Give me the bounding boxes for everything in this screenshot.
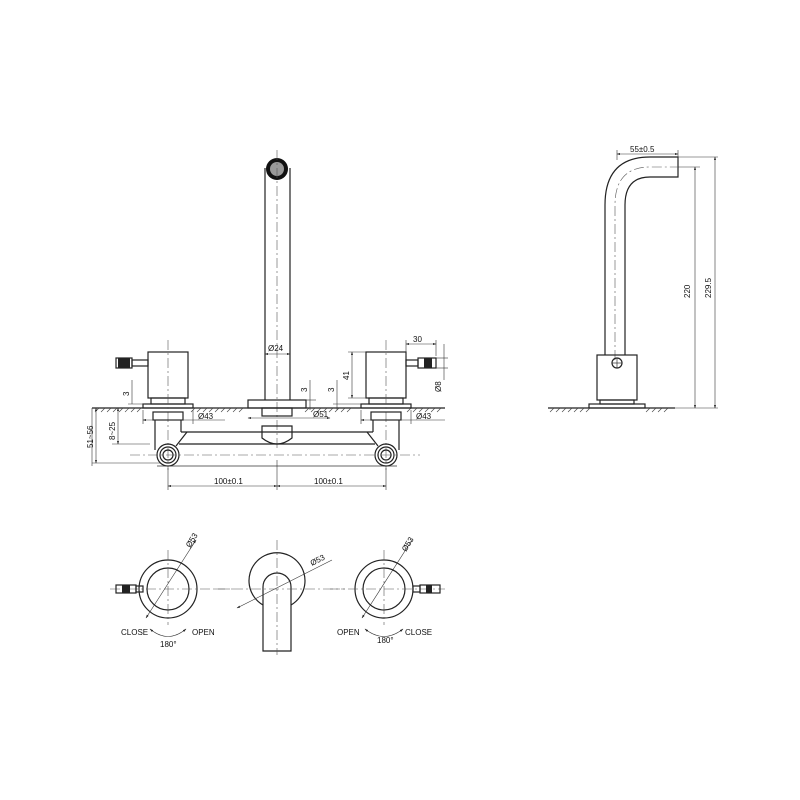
label-spout-reach: 55±0.5 xyxy=(630,145,655,154)
label-spacing-right: 100±0.1 xyxy=(314,477,343,486)
label-right-flange-height: 3 xyxy=(327,387,336,392)
side-hatch xyxy=(549,407,669,413)
label-total-height: 229.5 xyxy=(704,277,713,298)
label-left-flange-height: 3 xyxy=(122,391,131,396)
front-dimensions xyxy=(91,340,448,490)
label-left-plan-diameter: Ø53 xyxy=(184,531,200,549)
label-wall-depth: 8~25 xyxy=(108,421,117,440)
label-spout-flange-height: 3 xyxy=(300,387,309,392)
connector-body xyxy=(179,431,375,445)
label-left-close: CLOSE xyxy=(121,628,148,637)
label-total-depth: 51~56 xyxy=(86,425,95,448)
label-spout-plan-diameter: Ø53 xyxy=(309,553,327,568)
label-right-close: CLOSE xyxy=(405,628,432,637)
label-spout-diameter: Ø24 xyxy=(268,344,284,353)
deck-hatch xyxy=(94,407,442,413)
label-right-rotation: 180° xyxy=(377,636,394,645)
left-handle xyxy=(115,340,194,470)
label-lever-length: 30 xyxy=(413,335,422,344)
front-view: Ø24 Ø43 Ø51 Ø43 100±0.1 100±0.1 30 3 3 3… xyxy=(86,150,448,490)
label-handle-height: 41 xyxy=(342,371,351,380)
label-outlet-height: 220 xyxy=(683,284,692,298)
right-handle xyxy=(360,340,437,470)
label-left-rotation: 180° xyxy=(160,640,177,649)
label-spacing-left: 100±0.1 xyxy=(214,477,243,486)
spout xyxy=(247,150,307,450)
label-spout-flange-diameter: Ø51 xyxy=(313,410,329,419)
label-left-base-diameter: Ø43 xyxy=(198,412,214,421)
plan-right-handle: Ø53 OPEN CLOSE 180° xyxy=(330,535,445,645)
label-right-base-diameter: Ø43 xyxy=(416,412,432,421)
plan-spout-plate: Ø53 xyxy=(215,540,345,655)
label-lever-diameter: Ø8 xyxy=(434,381,443,392)
label-right-plan-diameter: Ø53 xyxy=(400,535,416,553)
label-right-open: OPEN xyxy=(337,628,360,637)
side-view: 55±0.5 220 229.5 xyxy=(548,145,718,413)
plan-left-handle: Ø53 CLOSE OPEN 180° xyxy=(110,531,235,649)
label-left-open: OPEN xyxy=(192,628,215,637)
